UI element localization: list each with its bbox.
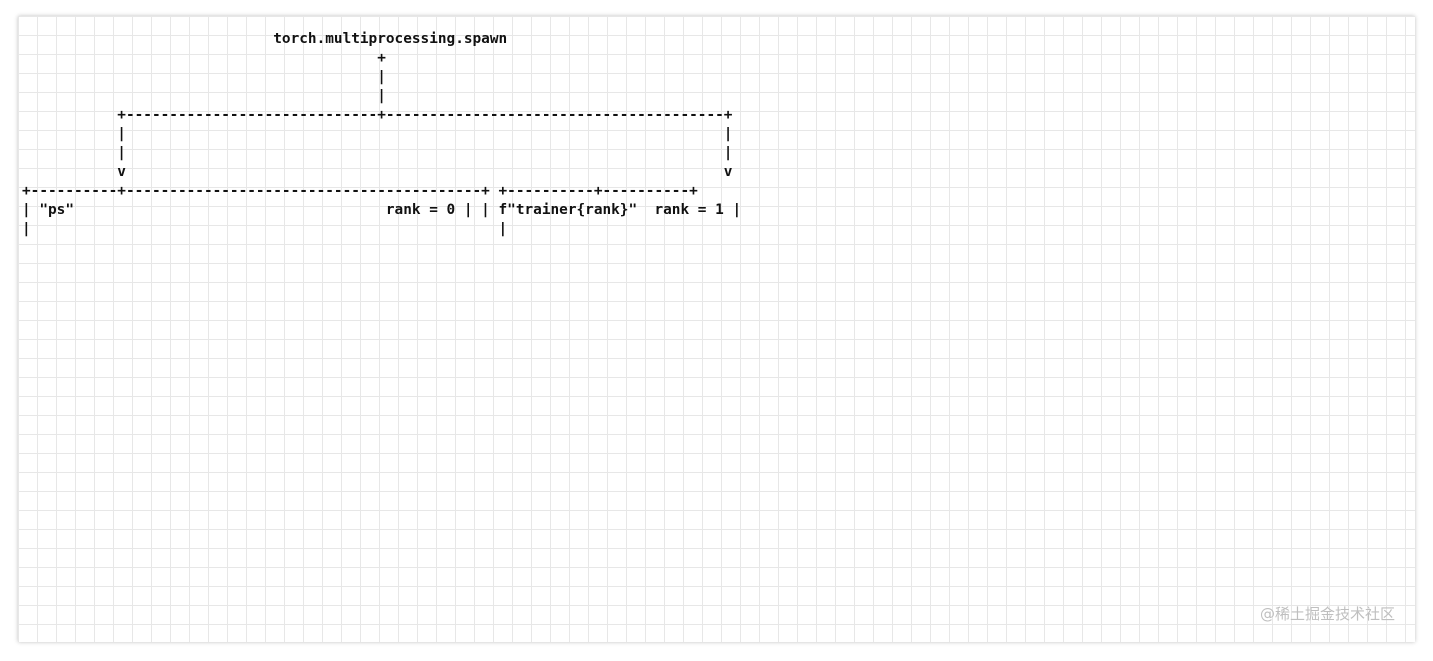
diagram-canvas: torch.multiprocessing.spawn + | | +-----… (18, 16, 1415, 642)
watermark: @稀土掘金技术社区 (1259, 605, 1395, 623)
ascii-diagram: torch.multiprocessing.spawn + | | +-----… (22, 31, 742, 237)
